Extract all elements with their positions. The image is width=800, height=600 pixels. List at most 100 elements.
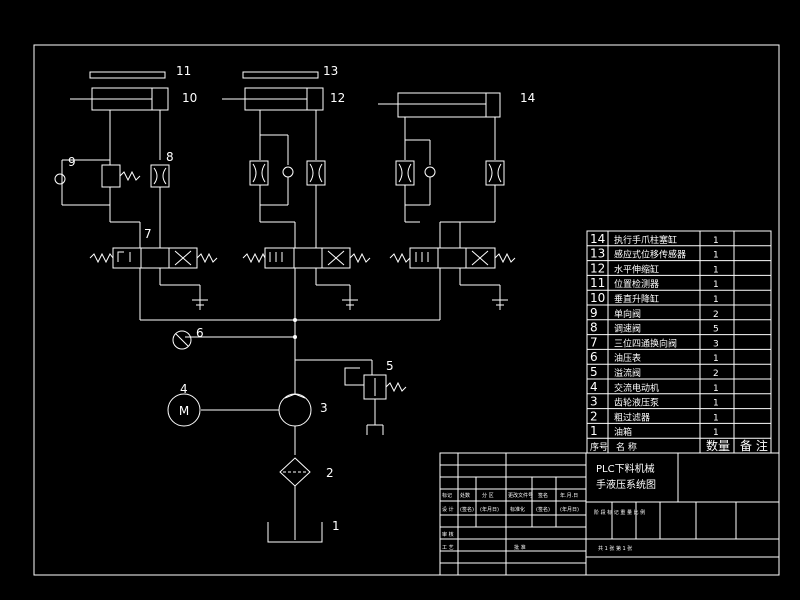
parts-header-no: 序号 bbox=[590, 441, 608, 453]
callout-7: 7 bbox=[144, 227, 152, 241]
tb-row1-c1: 标记 bbox=[442, 492, 452, 499]
callout-8: 8 bbox=[166, 150, 174, 164]
tb-row2-c6: (年月日) bbox=[560, 506, 579, 513]
parts-row-name: 单向阀 bbox=[614, 308, 641, 320]
tb-sheets: 共 1 张 第 1 张 bbox=[598, 545, 632, 552]
parts-row-name: 油箱 bbox=[614, 426, 632, 438]
callout-1: 1 bbox=[332, 519, 340, 533]
parts-row-no: 2 bbox=[590, 409, 598, 423]
parts-row-name: 水平伸缩缸 bbox=[614, 263, 659, 275]
callout-14: 14 bbox=[520, 91, 535, 105]
circuit-vertical-lift bbox=[54, 71, 218, 320]
title-block bbox=[439, 452, 780, 576]
parts-row-no: 12 bbox=[590, 261, 605, 275]
tb-row1-c4: 更改文件号 bbox=[508, 492, 533, 499]
check-valve-9 bbox=[101, 164, 121, 188]
parts-row-qty: 5 bbox=[713, 325, 719, 335]
tb-row2-c4: 标准化 bbox=[510, 506, 525, 513]
drawing-border bbox=[33, 44, 780, 576]
tb-row2-c1: 设 计 bbox=[442, 506, 454, 513]
parts-row-name: 位置检测器 bbox=[614, 278, 659, 290]
callout-3: 3 bbox=[320, 401, 328, 415]
circuit-gripper bbox=[378, 92, 516, 320]
parts-row-qty: 1 bbox=[713, 354, 719, 364]
tb-row1-c6: 年.月.日 bbox=[560, 492, 578, 499]
parts-row-qty: 1 bbox=[713, 413, 719, 423]
parts-row-qty: 1 bbox=[713, 280, 719, 290]
position-detector-bar-11 bbox=[89, 71, 166, 79]
parts-row-qty: 2 bbox=[713, 310, 719, 320]
callout-13: 13 bbox=[323, 64, 338, 78]
parts-row-no: 11 bbox=[590, 276, 605, 290]
displacement-sensor-bar-13 bbox=[242, 71, 319, 79]
parts-row-name: 溢流阀 bbox=[614, 367, 641, 379]
callout-11: 11 bbox=[176, 64, 191, 78]
parts-row-no: 4 bbox=[590, 380, 598, 394]
gear-pump-3 bbox=[278, 393, 312, 427]
callout-10: 10 bbox=[182, 91, 197, 105]
tb-row1-c5: 签名 bbox=[538, 492, 548, 499]
parts-row-qty: 1 bbox=[713, 399, 719, 409]
parts-header-note: 备 注 bbox=[740, 438, 768, 453]
parts-row-no: 13 bbox=[590, 247, 605, 261]
parts-row-name: 调速阀 bbox=[614, 324, 641, 335]
gripper-cylinder-14 bbox=[397, 92, 501, 118]
oil-tank-1 bbox=[267, 522, 323, 543]
tb-row1-c3: 分 区 bbox=[482, 492, 494, 499]
parts-row-name: 齿轮液压泵 bbox=[614, 397, 659, 409]
parts-row-name: 感应式位移传感器 bbox=[614, 249, 686, 261]
throttle-valve-c3-right bbox=[485, 160, 505, 186]
power-unit bbox=[140, 318, 440, 543]
directional-valve-c3 bbox=[409, 247, 496, 269]
tb-process: 工 艺 bbox=[442, 545, 454, 551]
parts-row-no: 7 bbox=[590, 335, 598, 349]
parts-row-no: 1 bbox=[590, 424, 598, 438]
parts-row-no: 14 bbox=[590, 232, 605, 246]
callout-labels: 11 10 13 12 14 9 8 7 6 5 4 3 2 1 bbox=[68, 64, 535, 533]
tb-approve: 批 准 bbox=[514, 544, 526, 551]
parts-row-no: 5 bbox=[590, 365, 598, 379]
tb-check: 审 核 bbox=[442, 531, 454, 538]
parts-row-qty: 3 bbox=[713, 339, 719, 349]
tb-row2-c3: (年月日) bbox=[480, 506, 499, 513]
callout-12: 12 bbox=[330, 91, 345, 105]
parts-row-qty: 1 bbox=[713, 384, 719, 394]
tb-row2-c2: (签名) bbox=[460, 506, 474, 513]
parts-header-name: 名 称 bbox=[616, 441, 637, 453]
parts-row-name: 三位四通换向阀 bbox=[614, 337, 677, 349]
ac-motor-4 bbox=[167, 393, 201, 427]
parts-list bbox=[586, 230, 772, 454]
check-valve-c3 bbox=[424, 166, 436, 178]
parts-row-no: 3 bbox=[590, 395, 598, 409]
directional-valve-circuit2 bbox=[264, 247, 351, 269]
callout-9: 9 bbox=[68, 155, 76, 169]
parts-row-name: 执行手爪柱塞缸 bbox=[614, 234, 677, 246]
tb-row2-c5: (签名) bbox=[536, 506, 550, 513]
directional-valve-7 bbox=[112, 247, 198, 269]
parts-row-qty: 2 bbox=[713, 369, 719, 379]
parts-row-name: 粗过滤器 bbox=[614, 411, 650, 423]
throttle-valve-c3-left bbox=[395, 160, 415, 186]
parts-row-name: 油压表 bbox=[614, 352, 641, 364]
parts-header-qty: 数量 bbox=[706, 438, 730, 453]
parts-row-no: 10 bbox=[590, 291, 605, 305]
throttle-valve-left bbox=[249, 160, 269, 186]
callout-2: 2 bbox=[326, 466, 334, 480]
callout-4: 4 bbox=[180, 382, 188, 396]
title-block-text: PLC下料机械 手液压系统图 标记 处数 分 区 更改文件号 签名 年.月.日 … bbox=[442, 462, 656, 552]
callout-5: 5 bbox=[386, 359, 394, 373]
tb-row1-c2: 处数 bbox=[460, 492, 470, 499]
parts-row-qty: 1 bbox=[713, 428, 719, 438]
parts-row-no: 6 bbox=[590, 350, 598, 364]
parts-row-qty: 1 bbox=[713, 251, 719, 261]
check-valve-circuit2 bbox=[282, 166, 294, 178]
parts-row-qty: 1 bbox=[713, 295, 719, 305]
callout-6: 6 bbox=[196, 326, 204, 340]
motor-symbol: M bbox=[179, 404, 189, 418]
parts-row-name: 垂直升降缸 bbox=[614, 293, 659, 305]
parts-row-qty: 1 bbox=[713, 236, 719, 246]
throttle-valve-right bbox=[306, 160, 326, 186]
drawing-title-line2: 手液压系统图 bbox=[596, 478, 656, 491]
parts-row-name: 交流电动机 bbox=[614, 382, 659, 394]
parts-row-no: 9 bbox=[590, 306, 598, 320]
